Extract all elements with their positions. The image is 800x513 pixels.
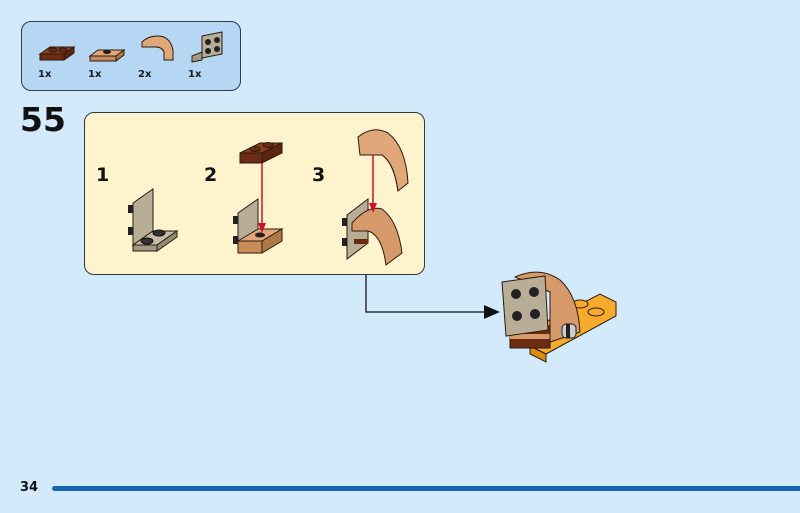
substep-number: 1 (96, 164, 110, 186)
plate-attach-illustration (233, 142, 284, 254)
part-tan-curved-slope: 2x (138, 30, 178, 90)
part-gray-bracket: 1x (188, 30, 228, 90)
part-quantity: 1x (38, 69, 52, 80)
parts-list: 1x 1x 2x 1x (21, 21, 241, 91)
dark-brown-plate-icon (38, 46, 76, 61)
substep-number: 3 (312, 164, 326, 186)
substep-number: 2 (204, 164, 218, 186)
tan-jumper-plate-icon (88, 49, 126, 62)
part-quantity: 1x (188, 69, 202, 80)
part-quantity: 1x (88, 69, 102, 80)
curved-slope-attach-illustration (342, 129, 409, 266)
subassembly-box: 1 2 3 (84, 112, 425, 275)
part-tan-jumper-plate: 1x (88, 30, 128, 90)
part-quantity: 2x (138, 69, 152, 80)
result-model-illustration (501, 271, 617, 363)
tan-curved-slope-icon (141, 35, 174, 61)
step-number: 55 (20, 100, 66, 139)
page-number: 34 (20, 480, 39, 495)
gray-bracket-icon (191, 31, 223, 63)
part-dark-brown-plate: 1x (38, 30, 78, 90)
bracket-illustration (128, 188, 179, 252)
footer-line (52, 486, 800, 491)
